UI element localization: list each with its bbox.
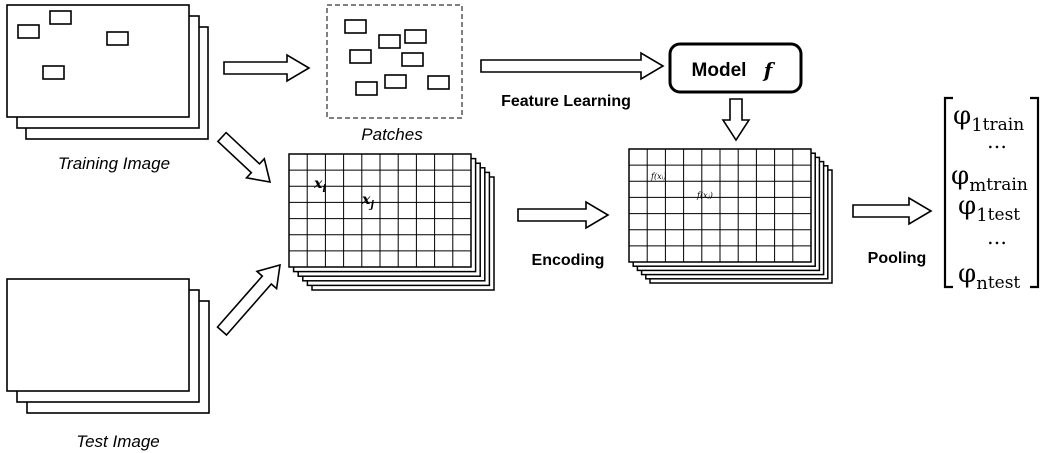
patch-grid-stack bbox=[288, 153, 495, 291]
encoding-label: Encoding bbox=[532, 252, 605, 269]
arrow-training-to-grid bbox=[216, 131, 272, 184]
encoded-grid-stack bbox=[628, 148, 833, 284]
vector-dots-1: … bbox=[987, 129, 1007, 153]
patches-label: Patches bbox=[361, 125, 423, 144]
arrow-model-to-encoding bbox=[721, 98, 751, 142]
flow-arrows bbox=[216, 51, 933, 337]
fxi-label: f(xᵢ) bbox=[650, 172, 666, 181]
xi-label: xi bbox=[313, 176, 326, 195]
arrow-pooling bbox=[852, 196, 933, 226]
vector-row-phi1-test: φ1test bbox=[958, 191, 1020, 226]
vector-dots-2: … bbox=[987, 225, 1007, 249]
model-box bbox=[668, 42, 803, 94]
test-image-label: Test Image bbox=[76, 432, 159, 451]
arrow-encoding bbox=[517, 200, 610, 230]
test-image-stack bbox=[6, 278, 210, 414]
model-label: Model bbox=[692, 60, 747, 81]
vector-row-phin-test: φntest bbox=[958, 259, 1020, 294]
patch-boxes bbox=[344, 19, 450, 96]
arrow-feature-learning bbox=[480, 51, 665, 81]
feature-learning-label: Feature Learning bbox=[501, 93, 631, 110]
vector-row-phim-train: φmtrain bbox=[951, 161, 1028, 196]
feature-vector: φ1train … φmtrain φ1test … φntest bbox=[951, 101, 1028, 294]
training-patch-boxes bbox=[17, 10, 129, 80]
vector-row-phi1-train: φ1train bbox=[953, 101, 1024, 136]
feature-vector-brackets bbox=[943, 96, 1040, 289]
pooling-label: Pooling bbox=[868, 250, 927, 267]
arrow-test-to-grid bbox=[216, 263, 281, 337]
model-fn-label: f bbox=[762, 58, 776, 82]
fxj-label: f(xⱼ) bbox=[696, 191, 713, 200]
training-image-label: Training Image bbox=[58, 154, 170, 173]
arrow-image-to-patches bbox=[223, 53, 311, 83]
xj-label: xj bbox=[361, 192, 374, 211]
